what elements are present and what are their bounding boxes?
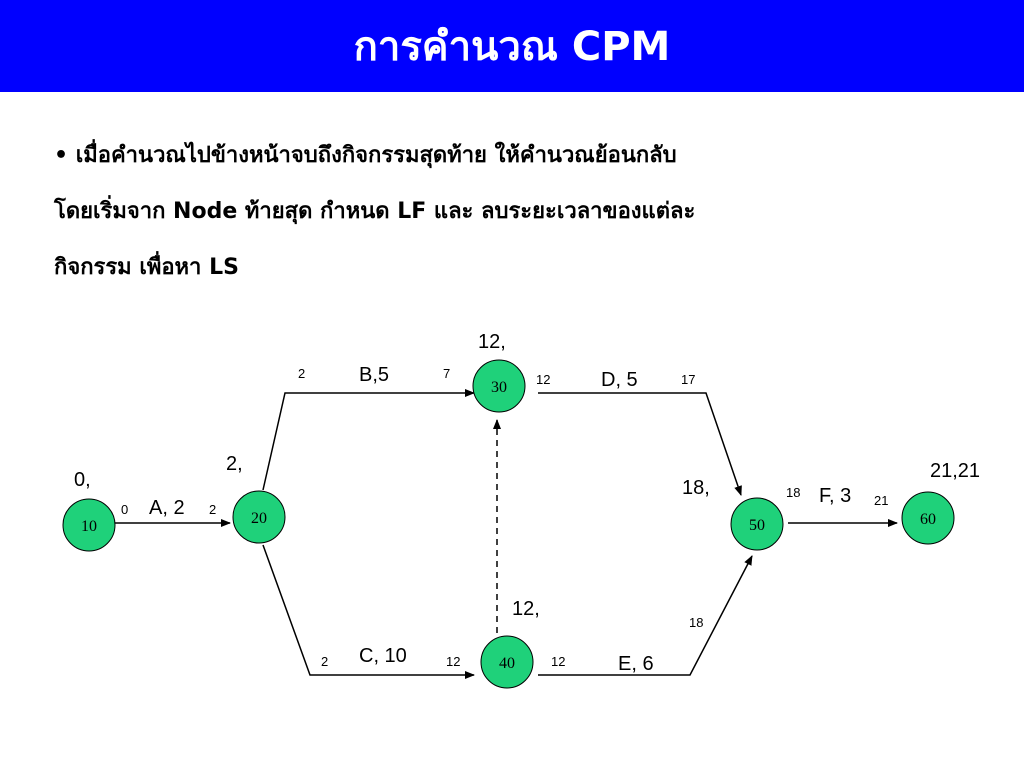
node-20: 20 — [232, 490, 286, 544]
activity-A-end: 2 — [209, 502, 216, 517]
activity-D-start: 12 — [536, 372, 550, 387]
slide-body: • เมื่อคำนวณไปข้างหน้าจบถึงกิจกรรมสุดท้า… — [54, 128, 994, 296]
activity-F-label: F, 3 — [819, 485, 851, 507]
edge-B — [262, 389, 475, 491]
activity-E-start: 12 — [551, 654, 565, 669]
node-30-label: 30 — [491, 379, 507, 396]
activity-F-end: 21 — [874, 493, 888, 508]
activity-B-end: 7 — [443, 366, 450, 381]
activity-F-start: 18 — [786, 485, 800, 500]
node-10-label: 10 — [81, 518, 97, 535]
node-40: 40 — [480, 635, 534, 689]
node-30-time: 12, — [478, 331, 506, 353]
activity-B-label: B,5 — [359, 364, 389, 386]
activity-C-label: C, 10 — [359, 645, 407, 667]
node-20-label: 20 — [251, 510, 267, 527]
node-60-time: 21,21 — [930, 460, 980, 482]
activity-D-label: D, 5 — [601, 369, 638, 391]
node-50-time: 18, — [682, 477, 710, 499]
activity-A-start: 0 — [121, 502, 128, 517]
activity-A-label: A, 2 — [149, 497, 185, 519]
edge-E — [538, 555, 753, 676]
activity-E-end: 18 — [689, 615, 703, 630]
node-30: 30 — [472, 359, 526, 413]
activity-C-end: 12 — [446, 654, 460, 669]
node-10-time: 0, — [74, 469, 91, 491]
node-20-time: 2, — [226, 453, 243, 475]
node-10: 10 — [62, 498, 116, 552]
activity-D-end: 17 — [681, 372, 695, 387]
edge-D — [538, 392, 742, 496]
title-bar: การคำนวณ CPM — [0, 0, 1024, 92]
body-line-2: โดยเริ่มจาก Node ท้ายสุด กำหนด LF และ ลบ… — [54, 199, 696, 224]
node-60-label: 60 — [920, 511, 936, 528]
bullet-marker: • — [54, 143, 69, 168]
edge-C — [262, 544, 475, 679]
node-60: 60 — [901, 491, 955, 545]
node-50: 50 — [730, 497, 784, 551]
activity-B-start: 2 — [298, 366, 305, 381]
body-line-3: กิจกรรม เพื่อหา LS — [54, 255, 239, 280]
activity-E-label: E, 6 — [618, 653, 654, 675]
body-line-1: • เมื่อคำนวณไปข้างหน้าจบถึงกิจกรรมสุดท้า… — [54, 128, 994, 184]
slide-title: การคำนวณ CPM — [353, 24, 671, 70]
node-50-label: 50 — [749, 517, 765, 534]
node-40-label: 40 — [499, 655, 515, 672]
activity-C-start: 2 — [321, 654, 328, 669]
node-40-time: 12, — [512, 598, 540, 620]
body-line-1-text: เมื่อคำนวณไปข้างหน้าจบถึงกิจกรรมสุดท้าย … — [75, 143, 677, 168]
